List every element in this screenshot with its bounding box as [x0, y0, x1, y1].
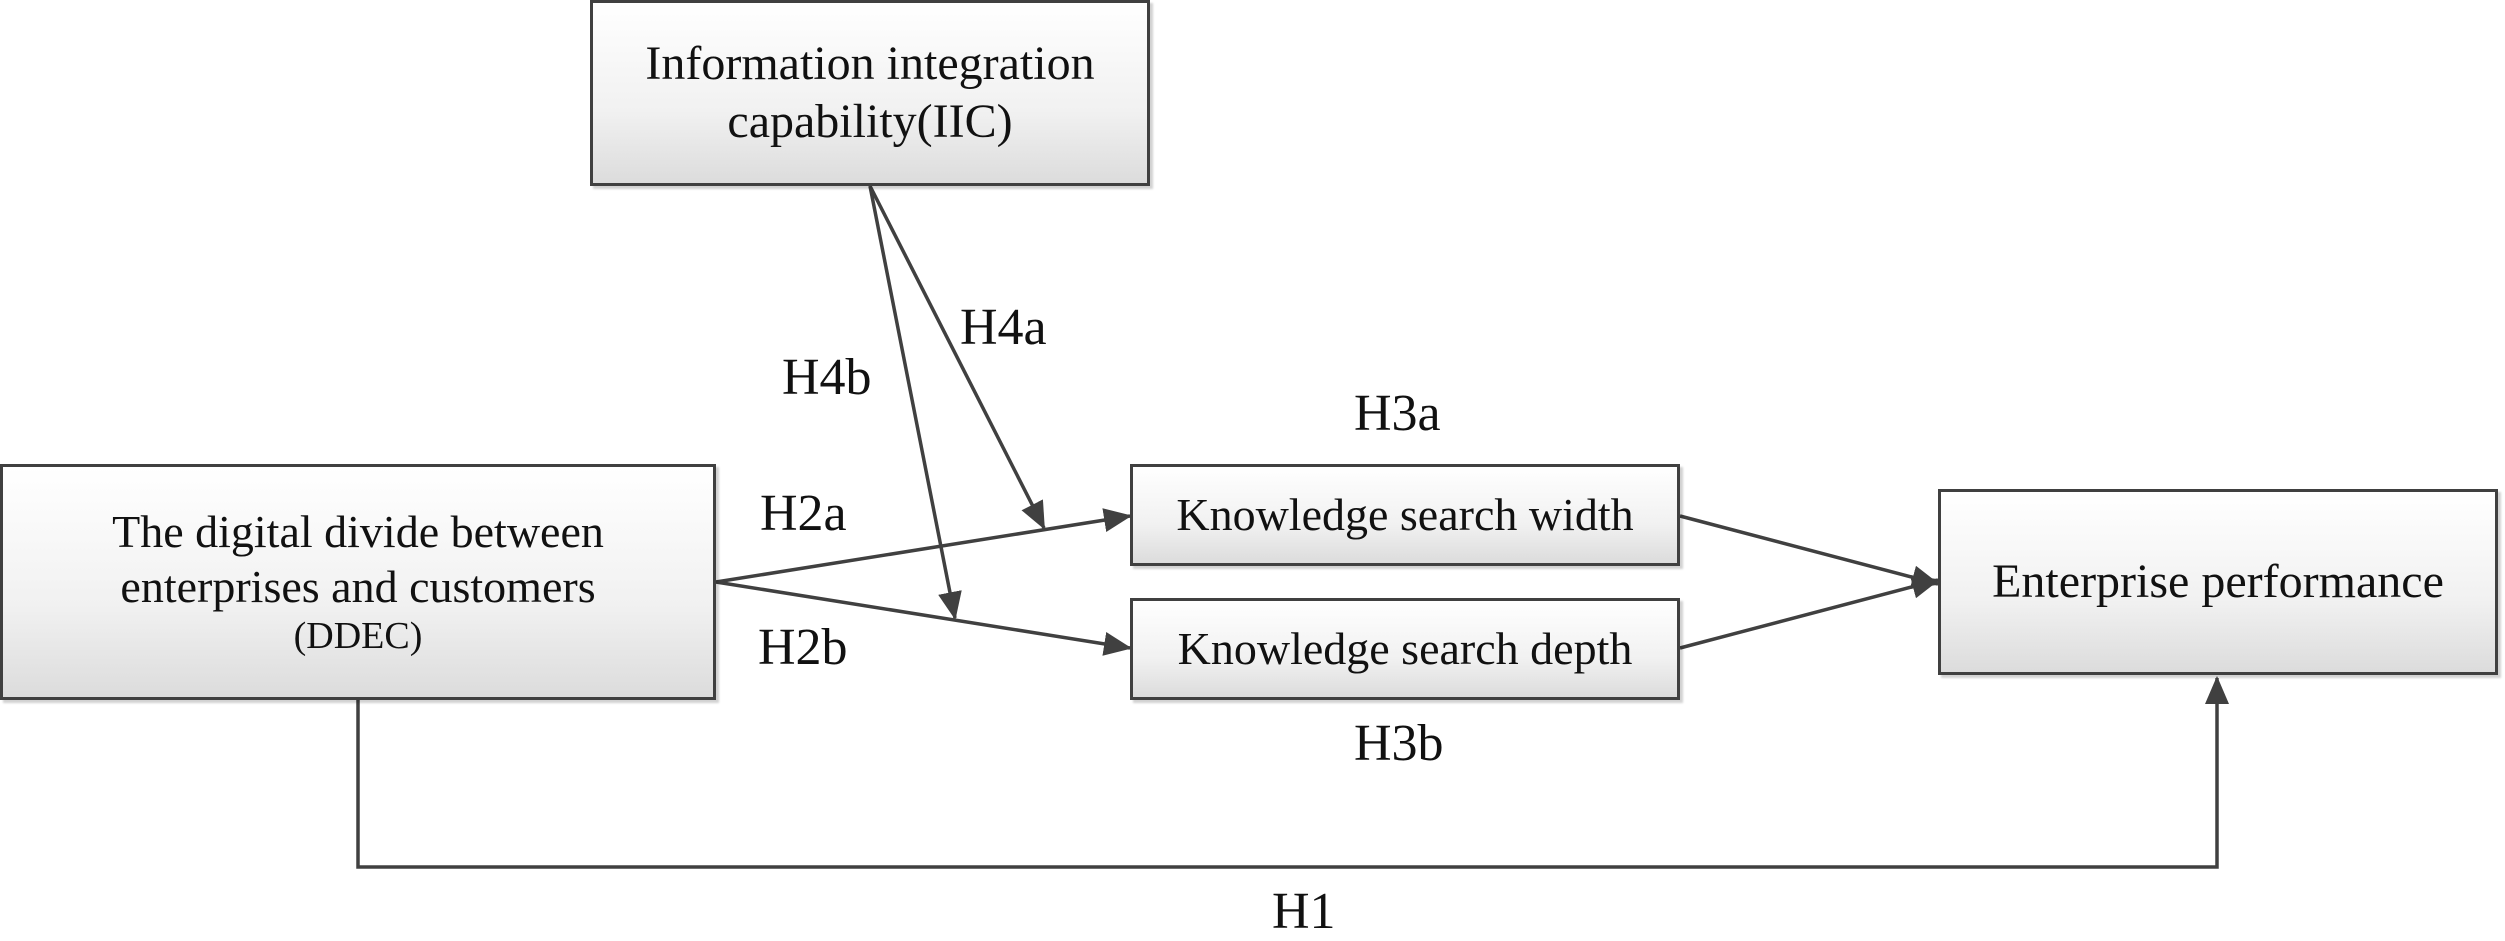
h2a-arrow [715, 508, 1132, 584]
h2b-arrow [715, 580, 1132, 656]
knowledge-search-depth-label: Knowledge search depth [1177, 623, 1633, 675]
iic-label-line2: capability(IIC) [727, 95, 1013, 148]
iic-box: Information integration capability(IIC) [590, 0, 1150, 186]
h4b-arrow [868, 185, 962, 620]
ddec-box: The digital divide between enterprises a… [0, 464, 716, 700]
h2b-label: H2b [758, 619, 848, 676]
knowledge-search-width-label: Knowledge search width [1176, 489, 1634, 541]
h2a-label: H2a [760, 485, 847, 542]
h3a-arrow [1679, 514, 1940, 589]
ddec-label-line1: The digital divide between [112, 506, 604, 558]
h1-path [356, 676, 2229, 869]
enterprise-performance-box: Enterprise performance [1938, 489, 2498, 675]
h3b-arrow [1679, 575, 1940, 650]
h4b-label: H4b [782, 349, 872, 406]
ddec-label-line3: (DDEC) [293, 615, 423, 658]
h1-label: H1 [1272, 883, 1336, 940]
h3a-label: H3a [1354, 385, 1441, 442]
h4a-arrow [868, 185, 1046, 530]
iic-label-line1: Information integration [645, 37, 1095, 91]
h3b-label: H3b [1354, 715, 1444, 772]
enterprise-performance-label: Enterprise performance [1992, 555, 2444, 609]
h4a-label: H4a [960, 299, 1047, 356]
knowledge-search-depth-box: Knowledge search depth [1130, 598, 1680, 700]
knowledge-search-width-box: Knowledge search width [1130, 464, 1680, 566]
ddec-label-line2: enterprises and customers [120, 561, 596, 613]
